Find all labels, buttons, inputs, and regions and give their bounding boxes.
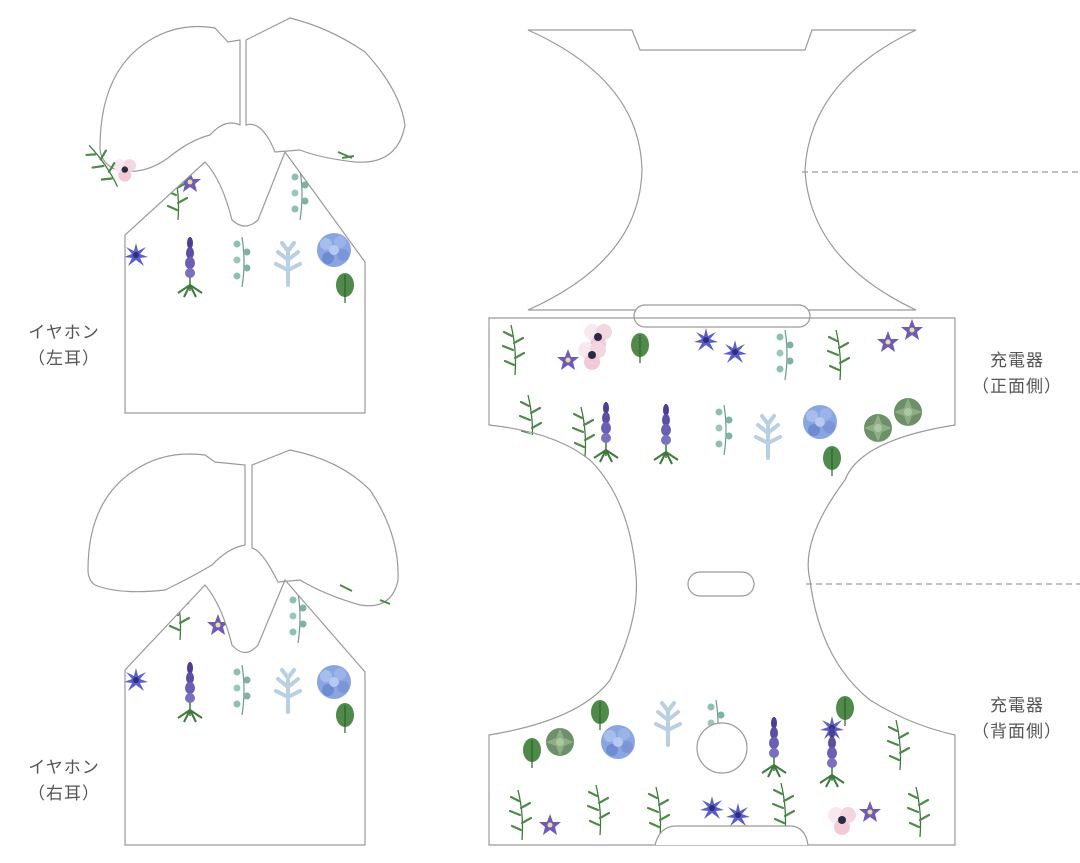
- label-charger-front-line2: （正面側）: [972, 377, 1062, 397]
- label-charger-front-line1: 充電器: [990, 351, 1044, 371]
- label-charger-front: 充電器 （正面側）: [962, 348, 1072, 400]
- charger-front-pattern: [501, 319, 923, 477]
- earphone-left-template: [81, 17, 406, 414]
- label-earphone-left-line1: イヤホン: [28, 323, 100, 343]
- label-charger-back-line2: （背面側）: [972, 722, 1062, 742]
- label-charger-back-line1: 充電器: [990, 696, 1044, 716]
- earphone-left-pattern: [125, 168, 355, 304]
- label-earphone-right: イヤホン （右耳）: [9, 755, 119, 807]
- label-earphone-right-line1: イヤホン: [28, 758, 100, 778]
- earphone-right-template: [87, 449, 399, 846]
- label-earphone-right-line2: （右耳）: [28, 784, 100, 804]
- label-charger-back: 充電器 （背面側）: [962, 693, 1072, 745]
- label-earphone-left: イヤホン （左耳）: [9, 320, 119, 372]
- label-earphone-left-line2: （左耳）: [28, 349, 100, 369]
- charger-template: [488, 29, 1080, 846]
- earphone-right-pattern: [125, 588, 355, 734]
